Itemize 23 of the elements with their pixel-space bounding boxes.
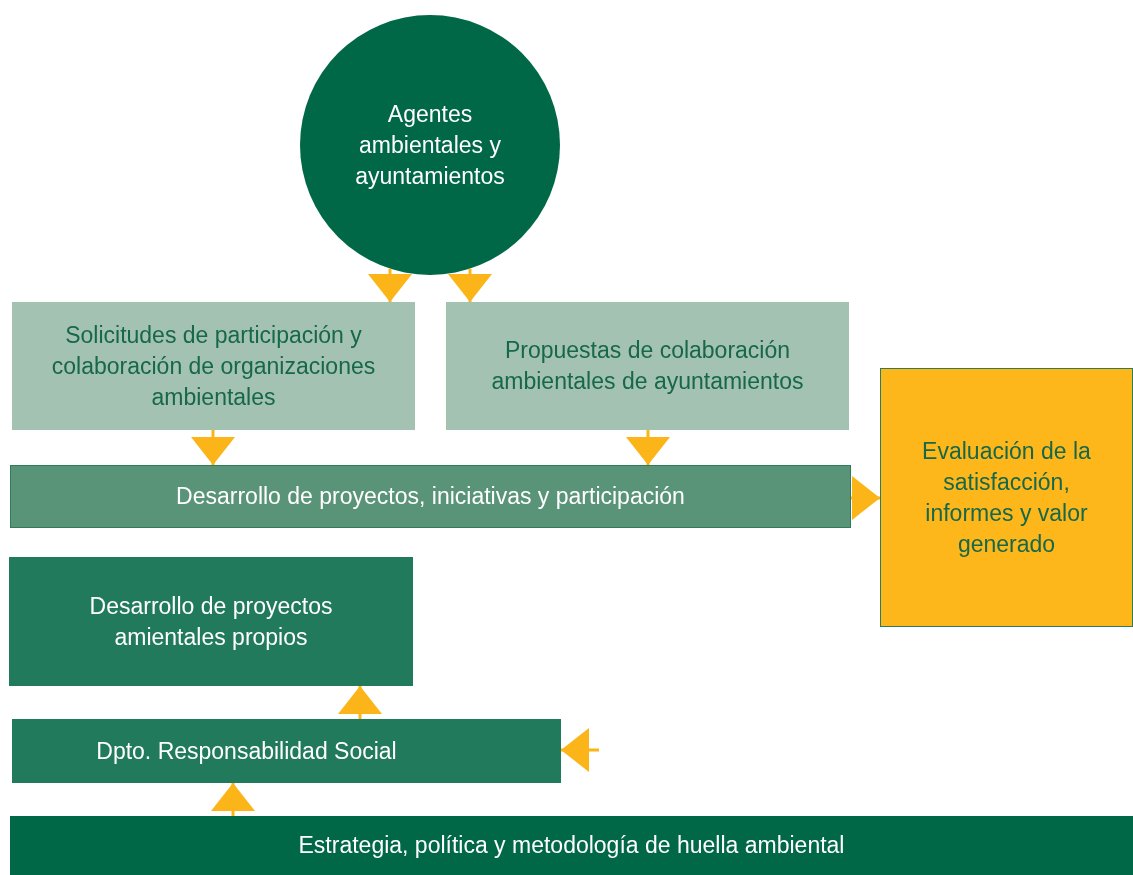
chevron-arrow: [191, 430, 235, 465]
node-label: Solicitudes de participación y colaboración de organizaciones ambientales: [50, 320, 377, 412]
node-label: Agentes ambientales y ayuntamientos: [354, 99, 506, 191]
process-box: [12, 302, 415, 430]
node-label: Propuestas de colaboración ambientales de ayuntamientos: [490, 336, 805, 396]
chevron-arrow: [211, 783, 255, 816]
process-box: [446, 302, 849, 430]
chevron-arrow: [368, 268, 412, 302]
chevron-arrow: [851, 476, 880, 520]
process-bar: [10, 465, 851, 528]
chevron-arrow: [338, 686, 382, 719]
node-label: Evaluación de la satisfacción, informes y valor generado: [921, 436, 1092, 559]
output-box: [880, 368, 1133, 627]
process-box: [9, 557, 413, 686]
node-label: Desarrollo de proyectos, iniciativas y participación: [175, 482, 686, 511]
foundation-bar: [10, 816, 1133, 875]
chevron-arrow: [626, 430, 670, 465]
chevron-arrow: [448, 268, 492, 302]
node-label: Desarrollo de proyectos amientales propios: [88, 591, 334, 652]
node-label: Dpto. Responsabilidad Social: [95, 736, 398, 766]
node-label: Estrategia, política y metodología de huella ambiental: [297, 831, 846, 860]
chevron-arrow: [561, 728, 599, 772]
department-bar: [12, 719, 561, 783]
